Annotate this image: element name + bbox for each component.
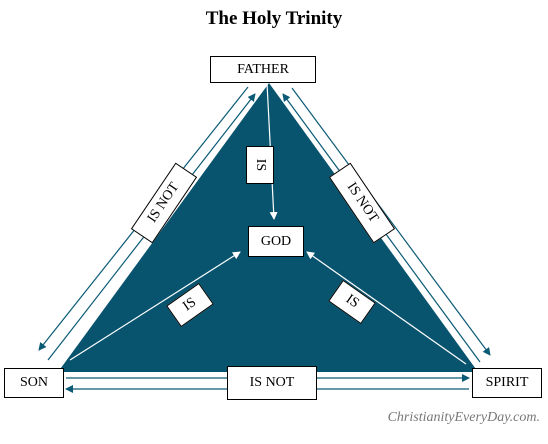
- father-god-label-text: IS: [252, 158, 268, 172]
- spirit-to-god-arrow: [306, 251, 467, 365]
- diagram-title: The Holy Trinity: [205, 8, 343, 29]
- father-node: FATHER: [210, 56, 316, 83]
- son-to-god-arrow: [69, 251, 241, 361]
- son-node: SON: [4, 368, 64, 398]
- god-node: GOD: [248, 226, 304, 257]
- father-to-spirit-arrow: [291, 87, 491, 356]
- spirit-node: SPIRIT: [472, 368, 542, 398]
- source-credit: ChristianityEveryDay.com.: [387, 410, 540, 425]
- son-spirit-relation-label: IS NOT: [227, 366, 317, 400]
- father-god-relation-label: IS: [246, 146, 274, 184]
